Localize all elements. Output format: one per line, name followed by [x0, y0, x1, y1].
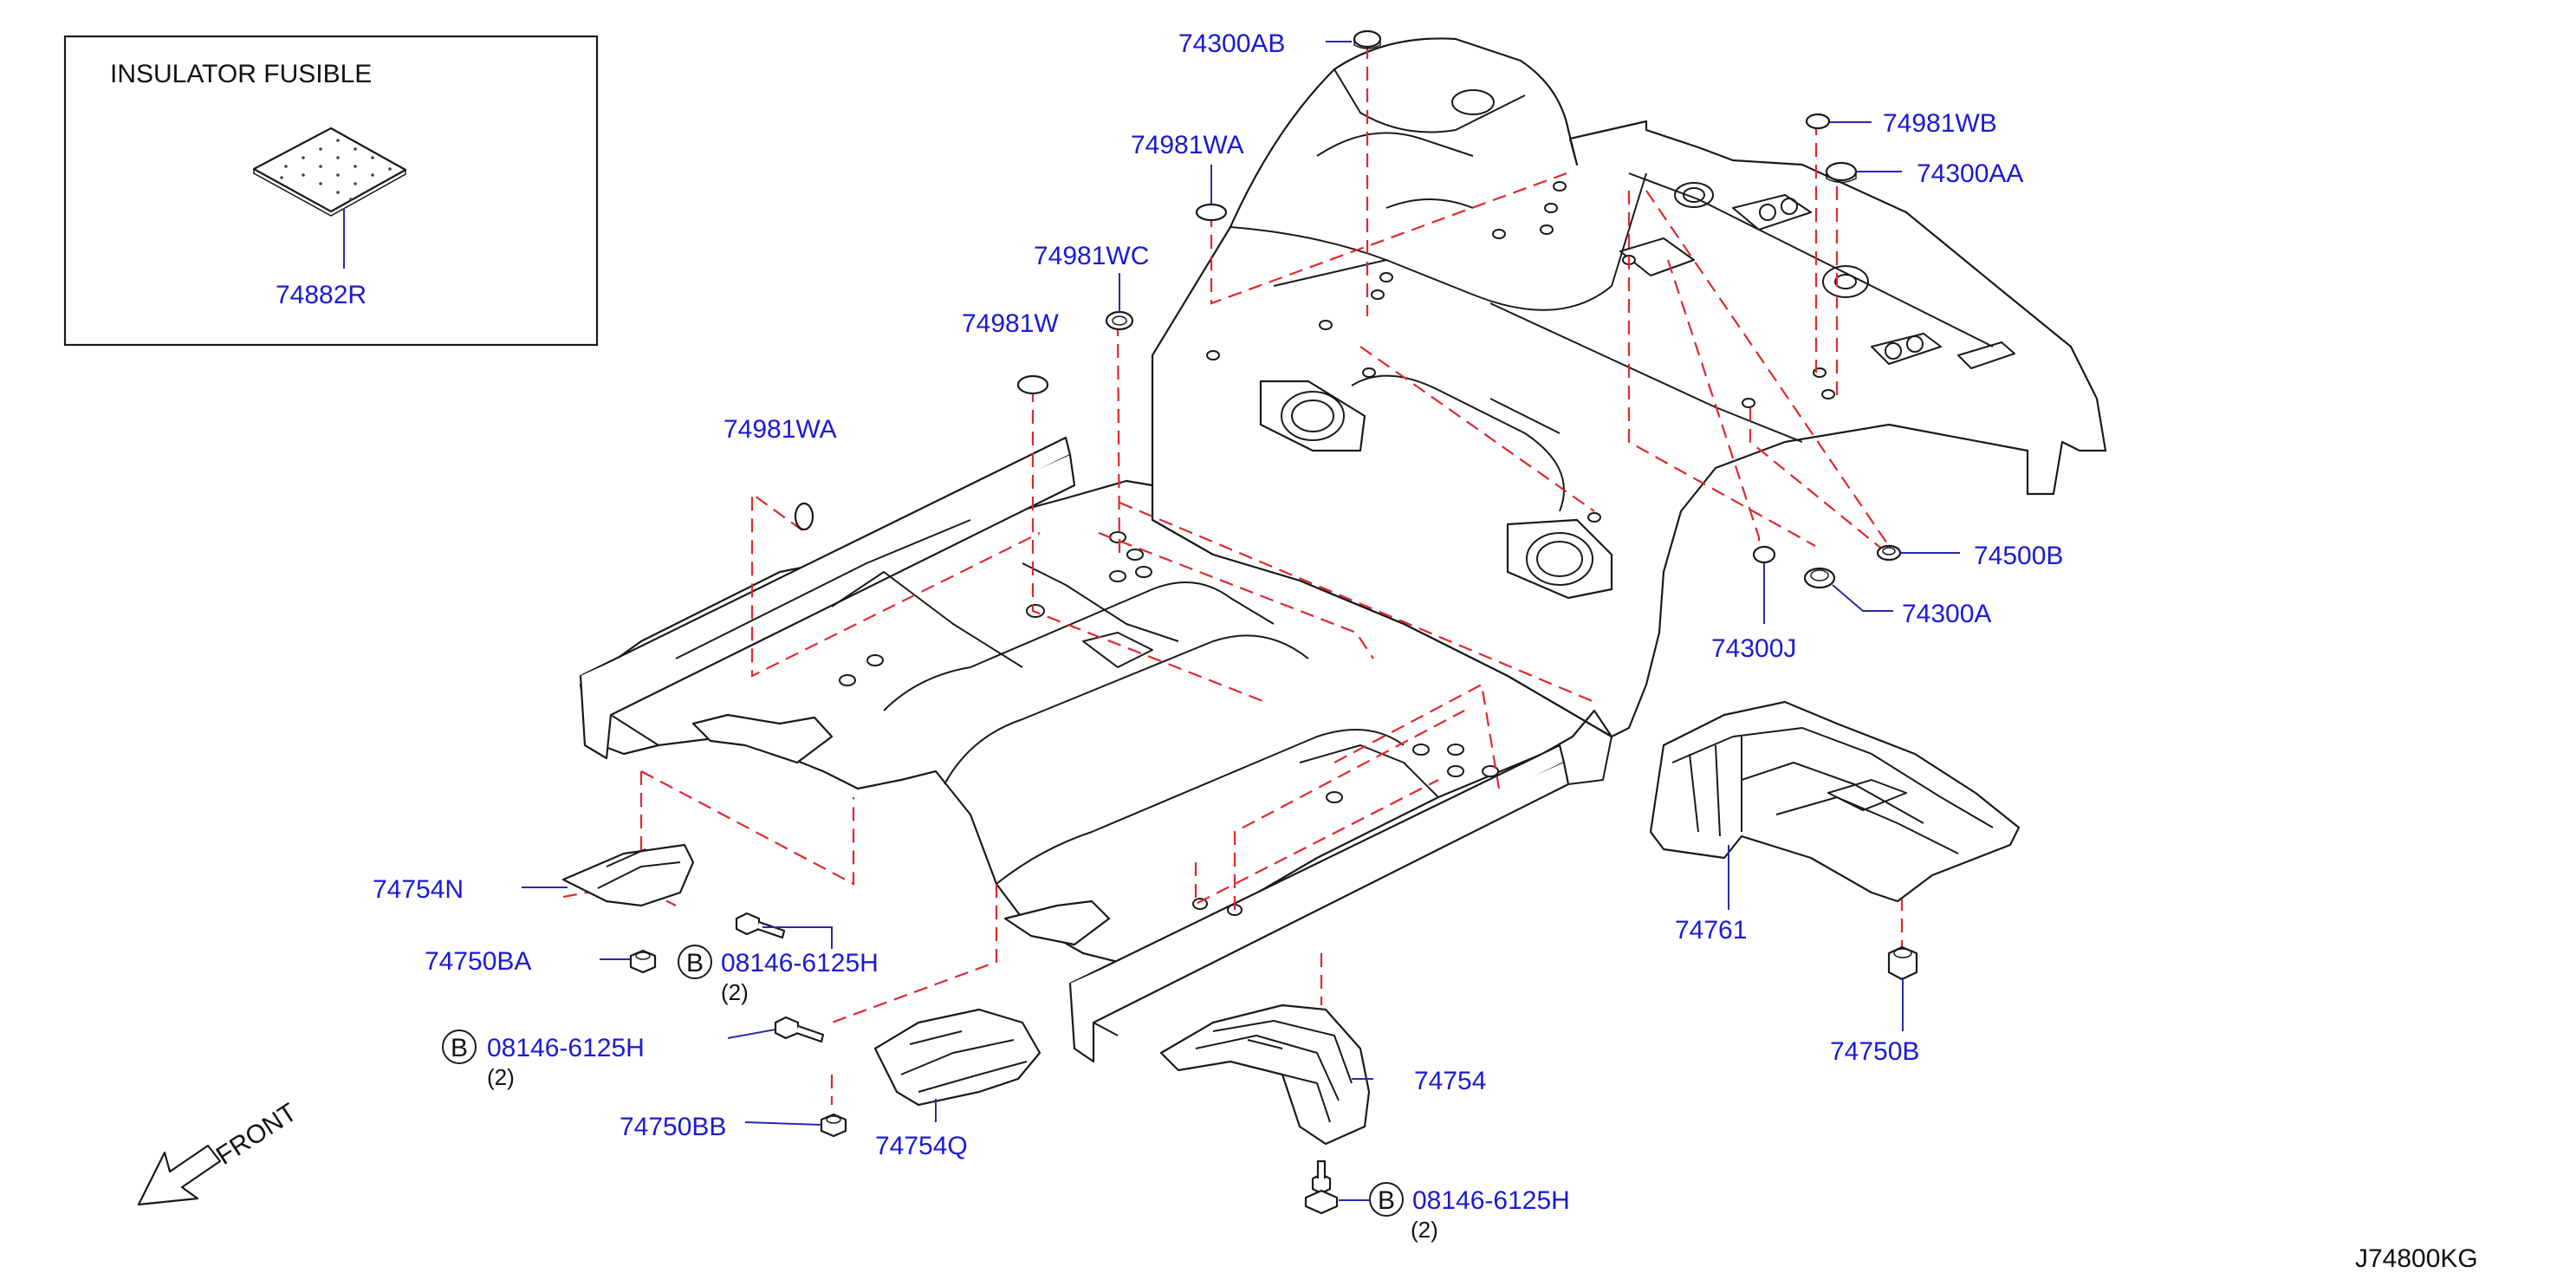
- nut-74500B-icon: [1876, 544, 1902, 562]
- label-bolt-1: 08146-6125H: [721, 949, 879, 977]
- plug-74981W-icon: [1016, 374, 1049, 395]
- heat-shield-74754N-icon: [561, 843, 695, 907]
- label-74981WB: 74981WB: [1883, 109, 1997, 138]
- label-74300J: 74300J: [1711, 634, 1796, 663]
- bolt-2-callout: B 08146-6125H (2): [442, 1029, 645, 1090]
- heat-shield-74754-icon: [1159, 1003, 1371, 1146]
- bolt-1-icon: [735, 912, 786, 939]
- diagram-code: J74800KG: [2355, 1244, 2478, 1273]
- bolt-2-icon: [774, 1016, 825, 1043]
- bolt-3-icon: [1304, 1159, 1339, 1215]
- plug-74300AA-icon: [1825, 161, 1858, 184]
- circle-marker-b: B: [686, 949, 704, 977]
- label-74500B: 74500B: [1974, 542, 2063, 570]
- label-74300AA: 74300AA: [1917, 159, 2023, 188]
- nut-74300J-icon: [1752, 545, 1776, 564]
- heat-shield-74761-icon: [1649, 700, 2021, 903]
- label-74981WC: 74981WC: [1034, 242, 1149, 270]
- label-74882R: 74882R: [276, 281, 367, 309]
- label-74300AB: 74300AB: [1178, 29, 1285, 58]
- bolt-1-callout: B 08146-6125H (2): [678, 945, 879, 1005]
- label-bolt-2: 08146-6125H: [487, 1034, 645, 1062]
- label-74981WA-top: 74981WA: [1131, 131, 1244, 159]
- nut-74750BA-icon: [629, 949, 657, 974]
- plug-74981WB-icon: [1805, 113, 1831, 130]
- label-74750B: 74750B: [1830, 1037, 1919, 1066]
- part-labels: 74300AB 74981WB 74300AA 74981WA 74981WC …: [373, 29, 2063, 1243]
- leader-lines: [522, 41, 1960, 1201]
- front-label: FRONT: [211, 1098, 302, 1171]
- front-direction-indicator: FRONT: [137, 1098, 302, 1206]
- label-bolt-3: 08146-6125H: [1412, 1186, 1570, 1215]
- qty-bolt-2: (2): [487, 1064, 515, 1090]
- label-74300A: 74300A: [1902, 600, 1991, 628]
- plug-74981WA-top-icon: [1195, 203, 1228, 222]
- qty-bolt-1: (2): [721, 979, 749, 1005]
- insulator-inset: INSULATOR FUSIBLE 74882R: [63, 35, 599, 347]
- label-74981WA-left: 74981WA: [723, 415, 837, 444]
- circle-marker-b: B: [451, 1034, 468, 1062]
- label-74750BA: 74750BA: [425, 947, 531, 976]
- label-74750BB: 74750BB: [620, 1113, 726, 1141]
- label-74761: 74761: [1675, 916, 1747, 945]
- assembly-dashed-lines: [562, 45, 1904, 1105]
- inset-title: INSULATOR FUSIBLE: [110, 60, 372, 88]
- heat-shield-74754Q-icon: [873, 1008, 1041, 1107]
- qty-bolt-3: (2): [1411, 1217, 1438, 1243]
- label-74981W: 74981W: [962, 309, 1059, 338]
- insulator-pad-icon: [252, 127, 407, 217]
- label-74754: 74754: [1414, 1067, 1486, 1095]
- plug-74981WC-icon: [1105, 310, 1134, 331]
- circle-marker-b: B: [1378, 1186, 1395, 1215]
- label-74754N: 74754N: [373, 875, 464, 904]
- label-74754Q: 74754Q: [875, 1132, 968, 1160]
- plug-74981WA-left-icon: [794, 502, 814, 531]
- nut-74750BB-icon: [820, 1113, 847, 1138]
- bolt-3-callout: B 08146-6125H (2): [1369, 1182, 1570, 1243]
- floor-panel-drawing: [579, 37, 2107, 1063]
- nut-74750B-icon: [1887, 945, 1918, 981]
- plug-74300AB-icon: [1353, 29, 1382, 49]
- plug-74300A-icon: [1803, 567, 1836, 589]
